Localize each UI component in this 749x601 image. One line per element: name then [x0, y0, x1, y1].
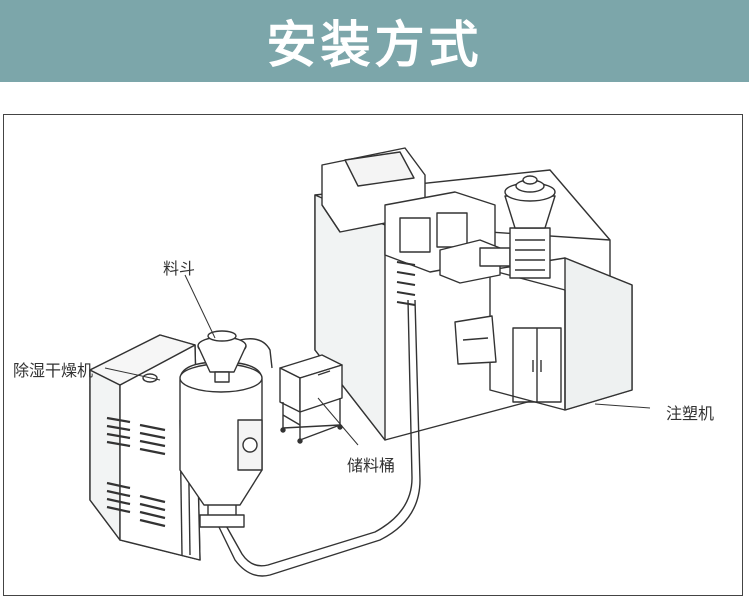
label-injection-machine: 注塑机 — [666, 404, 715, 423]
label-dryer: 除湿干燥机 — [13, 361, 94, 380]
storage-bin-illustration — [279, 354, 343, 444]
dryer-illustration — [89, 330, 263, 561]
label-hopper: 料斗 — [163, 259, 196, 278]
page-title: 安装方式 — [266, 16, 483, 74]
injection-machine-illustration — [314, 147, 633, 441]
leader-lines — [104, 274, 651, 446]
label-storage-bin: 储料桶 — [347, 456, 396, 475]
title-banner: 安装方式 — [0, 0, 749, 82]
diagram-frame — [3, 114, 743, 596]
